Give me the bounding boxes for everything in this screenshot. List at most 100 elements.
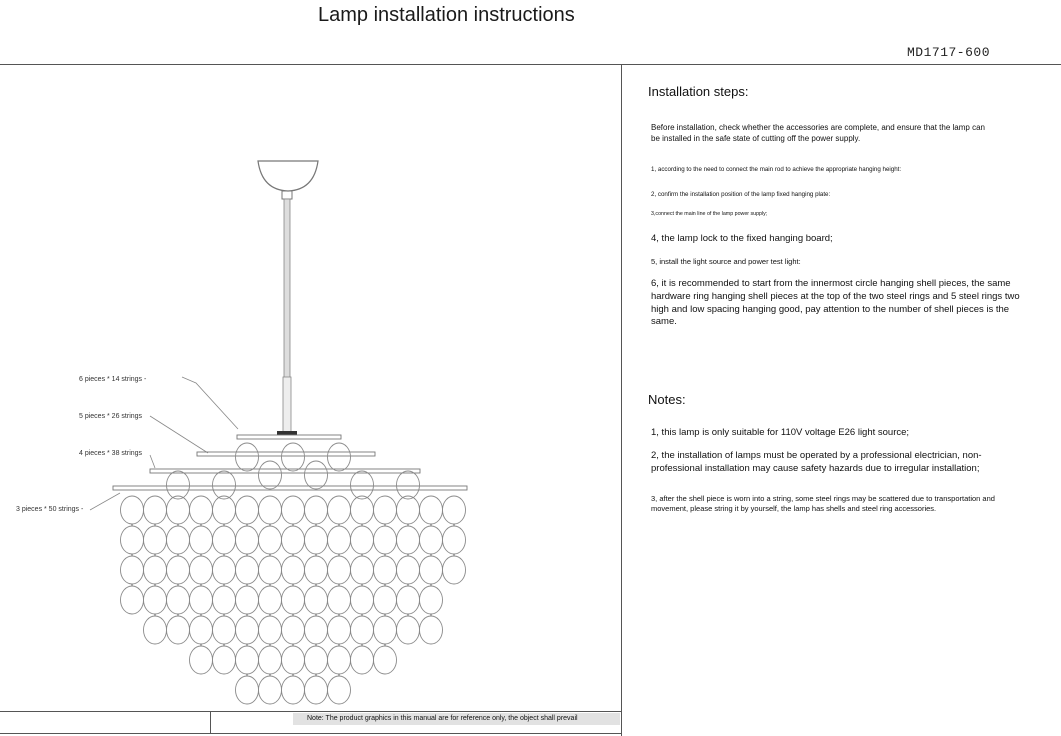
shell-piece — [235, 555, 259, 585]
shell-piece — [373, 525, 397, 555]
model-number: MD1717-600 — [907, 45, 991, 60]
shell-piece — [304, 585, 328, 615]
shell-piece — [373, 645, 397, 675]
shell-piece — [235, 645, 259, 675]
shell-piece — [327, 615, 351, 645]
notes-heading: Notes: — [648, 392, 686, 407]
shell-piece — [258, 675, 282, 705]
shell-piece — [419, 615, 443, 645]
shell-piece — [189, 615, 213, 645]
shell-piece — [189, 555, 213, 585]
shell-piece — [281, 555, 305, 585]
shell-piece — [143, 555, 167, 585]
shell-piece — [258, 615, 282, 645]
shell-piece — [350, 525, 374, 555]
step-2: 2, confirm the installation position of … — [651, 191, 831, 198]
shell-piece — [419, 555, 443, 585]
shell-piece — [327, 555, 351, 585]
lower-rod — [282, 376, 292, 433]
shell-piece — [189, 525, 213, 555]
shell-piece — [396, 615, 420, 645]
shell-piece — [419, 495, 443, 525]
shell-piece — [212, 495, 236, 525]
shell-piece — [166, 525, 190, 555]
shell-piece — [396, 495, 420, 525]
steel-ring-1 — [236, 434, 342, 440]
shell-piece — [189, 495, 213, 525]
shell-piece — [143, 525, 167, 555]
shell-piece — [373, 585, 397, 615]
shell-piece — [212, 470, 236, 500]
leader-line-2 — [149, 415, 209, 454]
shell-piece — [120, 555, 144, 585]
shell-piece — [212, 615, 236, 645]
footer-border-bottom — [0, 733, 621, 734]
shell-piece — [350, 615, 374, 645]
shell-piece — [166, 470, 190, 500]
shell-piece — [304, 555, 328, 585]
shell-piece — [327, 645, 351, 675]
shell-piece — [304, 495, 328, 525]
shell-piece — [258, 645, 282, 675]
ring-label-2: 5 pieces * 26 strings — [79, 413, 143, 420]
shell-piece — [373, 495, 397, 525]
shell-piece — [281, 675, 305, 705]
main-rod — [283, 198, 291, 380]
shell-piece — [235, 675, 259, 705]
document-title: Lamp installation instructions — [318, 4, 575, 26]
shell-piece — [143, 585, 167, 615]
step-3: 3,connect the main line of the lamp powe… — [651, 211, 768, 217]
shell-piece — [304, 460, 328, 490]
shell-piece — [235, 585, 259, 615]
shell-piece — [212, 645, 236, 675]
shell-piece — [189, 645, 213, 675]
shell-piece — [258, 555, 282, 585]
shell-piece — [212, 585, 236, 615]
shell-piece — [350, 555, 374, 585]
ceiling-canopy — [257, 160, 319, 192]
ring-label-3: 4 pieces * 38 strings — [79, 450, 143, 457]
shell-piece — [235, 495, 259, 525]
shell-piece — [304, 615, 328, 645]
intro-text: Before installation, check whether the a… — [651, 123, 985, 143]
shell-piece — [212, 555, 236, 585]
shell-piece — [166, 615, 190, 645]
shell-piece — [327, 675, 351, 705]
shell-piece — [120, 525, 144, 555]
shell-piece — [281, 645, 305, 675]
shell-piece — [258, 585, 282, 615]
canopy-collar — [281, 190, 293, 200]
shell-piece — [281, 585, 305, 615]
shell-piece — [235, 442, 259, 472]
shell-piece — [442, 495, 466, 525]
steel-ring-3 — [149, 468, 421, 474]
leader-line-4 — [89, 492, 121, 511]
shell-piece — [373, 555, 397, 585]
shell-piece — [304, 675, 328, 705]
shell-piece — [350, 585, 374, 615]
shell-piece — [350, 495, 374, 525]
shell-piece — [189, 585, 213, 615]
shell-piece — [327, 525, 351, 555]
header-divider — [0, 64, 1061, 65]
step-5: 5, install the light source and power te… — [651, 257, 801, 266]
chandelier-drawing — [89, 160, 468, 705]
shell-piece — [327, 495, 351, 525]
shell-piece — [396, 525, 420, 555]
shell-piece — [419, 525, 443, 555]
shell-piece — [327, 442, 351, 472]
shell-piece — [235, 525, 259, 555]
shell-piece — [212, 525, 236, 555]
shell-piece — [281, 495, 305, 525]
shell-piece — [350, 645, 374, 675]
footer-note: Note: The product graphics in this manua… — [293, 713, 620, 725]
shell-piece — [396, 470, 420, 500]
step-6: 6, it is recommended to start from the i… — [651, 278, 1020, 328]
leader-line-1 — [181, 376, 239, 430]
installation-steps-heading: Installation steps: — [648, 84, 749, 99]
step-4: 4, the lamp lock to the fixed hanging bo… — [651, 233, 833, 244]
shell-piece — [120, 585, 144, 615]
shell-piece — [304, 525, 328, 555]
shell-piece — [350, 470, 374, 500]
shell-piece — [166, 585, 190, 615]
